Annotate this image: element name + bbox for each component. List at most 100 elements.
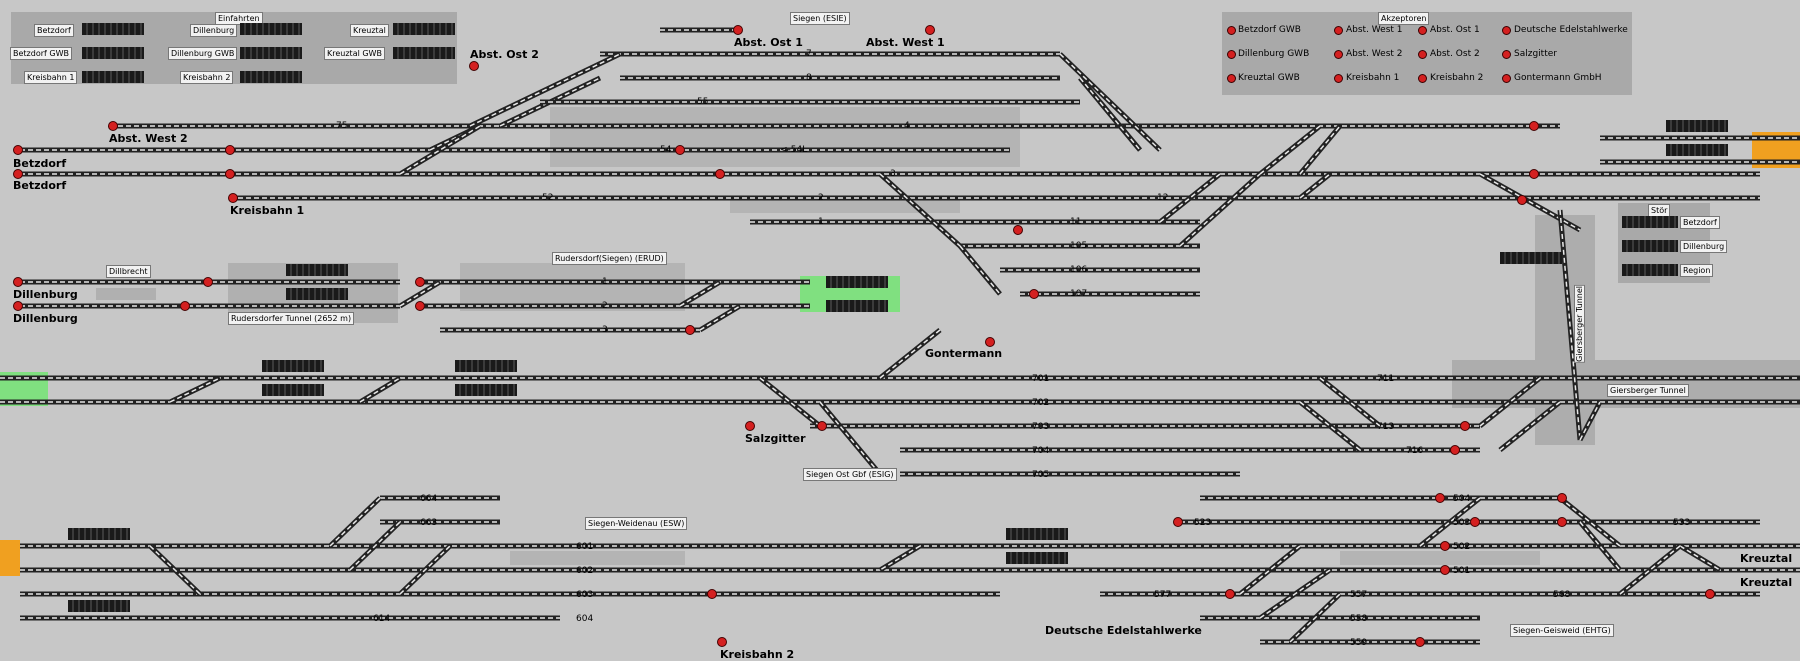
akzeptor-10[interactable]: Kreisbahn 1 (1346, 73, 1400, 83)
einfahrt-betzdorf[interactable]: Betzdorf (34, 24, 74, 37)
track-501: 501 (1453, 566, 1471, 576)
display-weid-1 (68, 528, 130, 540)
signal-17[interactable] (817, 421, 827, 431)
signal-26[interactable] (1415, 637, 1425, 647)
track-d-15[interactable] (398, 279, 442, 309)
signal-1[interactable] (13, 169, 23, 179)
akzeptor-dot-2[interactable] (1334, 26, 1343, 35)
akzeptor-dot-7[interactable] (1418, 50, 1427, 59)
track-d-16[interactable] (698, 303, 742, 333)
signal-28[interactable] (1435, 493, 1445, 503)
signal-3[interactable] (228, 193, 238, 203)
signal-22[interactable] (717, 637, 727, 647)
stoer-region[interactable]: Region (1680, 264, 1714, 277)
track-segment-ties (1319, 377, 1381, 427)
display-ruder-2 (826, 300, 888, 312)
signal-0[interactable] (13, 145, 23, 155)
akzeptor-8[interactable]: Salzgitter (1514, 49, 1557, 59)
akzeptor-2[interactable]: Abst. West 1 (1346, 25, 1403, 35)
signal-36[interactable] (1557, 517, 1567, 527)
track-segment-ties (1619, 545, 1681, 595)
akzeptor-11[interactable]: Kreisbahn 2 (1430, 73, 1484, 83)
station-siegen: Siegen (ESIE) (790, 12, 850, 25)
track-577: 577 (1154, 590, 1172, 600)
akzeptor-dot-4[interactable] (1502, 26, 1511, 35)
signal-15[interactable] (685, 325, 695, 335)
akzeptor-dot-9[interactable] (1227, 74, 1236, 83)
einfahrt-kreisbahn1[interactable]: Kreisbahn 1 (24, 71, 78, 84)
signal-18[interactable] (985, 337, 995, 347)
display-east-1 (1666, 120, 1728, 132)
signal-9[interactable] (13, 277, 23, 287)
signal-34[interactable] (1529, 169, 1539, 179)
siegen-shade2 (730, 199, 960, 213)
signal-39[interactable] (715, 169, 725, 179)
occupied-west-bottom (0, 540, 20, 576)
akzeptor-7[interactable]: Abst. Ost 2 (1430, 49, 1480, 59)
einfahrt-dillenburg-gwb[interactable]: Dillenburg GWB (168, 47, 238, 60)
track-d-24[interactable] (818, 400, 882, 476)
einfahrt-kreuztal[interactable]: Kreuztal (350, 24, 389, 37)
place-gontermann: Gontermann (925, 347, 1003, 360)
signal-32[interactable] (1029, 289, 1039, 299)
einfahrt-kreisbahn2[interactable]: Kreisbahn 2 (180, 71, 234, 84)
akzeptor-dot-11[interactable] (1418, 74, 1427, 83)
signal-33[interactable] (1529, 121, 1539, 131)
akzeptor-dot-6[interactable] (1334, 50, 1343, 59)
track-d-17[interactable] (678, 279, 722, 309)
signal-2[interactable] (108, 121, 118, 131)
track-segment-ties (1579, 521, 1621, 571)
signal-14[interactable] (415, 301, 425, 311)
signal-21[interactable] (707, 589, 717, 599)
signal-30[interactable] (1440, 565, 1450, 575)
signal-8[interactable] (225, 169, 235, 179)
signal-13[interactable] (415, 277, 425, 287)
akzeptor-dot-12[interactable] (1502, 74, 1511, 83)
akzeptor-3[interactable]: Abst. Ost 1 (1430, 25, 1480, 35)
signal-20[interactable] (1460, 421, 1470, 431)
track-d-40[interactable] (1678, 543, 1722, 573)
track-3r: 3 (602, 325, 608, 335)
akzeptor-dot-3[interactable] (1418, 26, 1427, 35)
signal-7[interactable] (225, 145, 235, 155)
track-559: 559 (1350, 638, 1368, 648)
signal-19[interactable] (1450, 445, 1460, 455)
akzeptor-1[interactable]: Betzdorf GWB (1238, 25, 1301, 35)
place-dillenburg-2: Dillenburg (13, 312, 78, 325)
signal-12[interactable] (203, 277, 213, 287)
signal-29[interactable] (1440, 541, 1450, 551)
akzeptor-dot-10[interactable] (1334, 74, 1343, 83)
akzeptor-dot-1[interactable] (1227, 26, 1236, 35)
signal-23[interactable] (1470, 517, 1480, 527)
einfahrt-dillenburg[interactable]: Dillenburg (190, 24, 238, 37)
track-d-34[interactable] (878, 543, 922, 573)
akzeptor-5[interactable]: Dillenburg GWB (1238, 49, 1310, 59)
signal-11[interactable] (180, 301, 190, 311)
signal-5[interactable] (733, 25, 743, 35)
akzeptor-12[interactable]: Gontermann GmbH (1514, 73, 1602, 83)
signal-38[interactable] (675, 145, 685, 155)
track-d-4[interactable] (398, 123, 482, 177)
akzeptor-dot-8[interactable] (1502, 50, 1511, 59)
signal-37[interactable] (1557, 493, 1567, 503)
signal-4[interactable] (469, 61, 479, 71)
track-d-21[interactable] (358, 375, 402, 405)
signal-31[interactable] (1013, 225, 1023, 235)
signal-35[interactable] (1517, 195, 1527, 205)
akzeptor-4[interactable]: Deutsche Edelstahlwerke (1514, 25, 1628, 35)
signal-25[interactable] (1173, 517, 1183, 527)
einfahrt-betzdorf-gwb[interactable]: Betzdorf GWB (10, 47, 72, 60)
akzeptor-6[interactable]: Abst. West 2 (1346, 49, 1403, 59)
signal-10[interactable] (13, 301, 23, 311)
stoer-betzdorf[interactable]: Betzdorf (1680, 216, 1720, 229)
signal-6[interactable] (925, 25, 935, 35)
signal-27[interactable] (1705, 589, 1715, 599)
akzeptor-9[interactable]: Kreuztal GWB (1238, 73, 1300, 83)
signal-16[interactable] (745, 421, 755, 431)
stoer-dillenburg[interactable]: Dillenburg (1680, 240, 1728, 253)
track-52: 52 (542, 193, 554, 203)
place-dew: Deutsche Edelstahlwerke (1045, 624, 1202, 637)
einfahrt-kreuztal-gwb[interactable]: Kreuztal GWB (324, 47, 385, 60)
akzeptor-dot-5[interactable] (1227, 50, 1236, 59)
signal-24[interactable] (1225, 589, 1235, 599)
